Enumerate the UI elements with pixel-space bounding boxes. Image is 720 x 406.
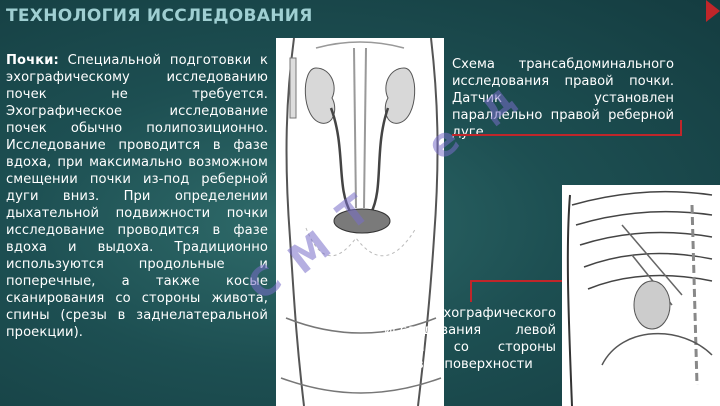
kidneys-diagram <box>276 38 444 406</box>
paragraph-lead: Почки: <box>6 53 59 68</box>
caption-underline <box>452 134 680 136</box>
corner-flag <box>706 0 720 22</box>
caption-lateral: Схема эхографического исследования левой… <box>384 306 556 372</box>
caption2-bracket-h <box>470 280 562 282</box>
ribs-diagram <box>562 185 720 406</box>
caption2-bracket-v <box>470 280 472 302</box>
page-title: ТЕХНОЛОГИЯ ИССЛЕДОВАНИЯ <box>6 6 313 26</box>
caption-transabdominal: Схема трансабдоминального исследования п… <box>452 57 674 140</box>
paragraph-body: Специальной подготовки к эхографическому… <box>6 53 268 340</box>
caption-underline-right <box>680 120 682 136</box>
kidneys-drawing <box>280 38 442 406</box>
ribs-drawing <box>566 190 713 406</box>
main-paragraph: Почки: Специальной подготовки к эхографи… <box>6 52 268 341</box>
